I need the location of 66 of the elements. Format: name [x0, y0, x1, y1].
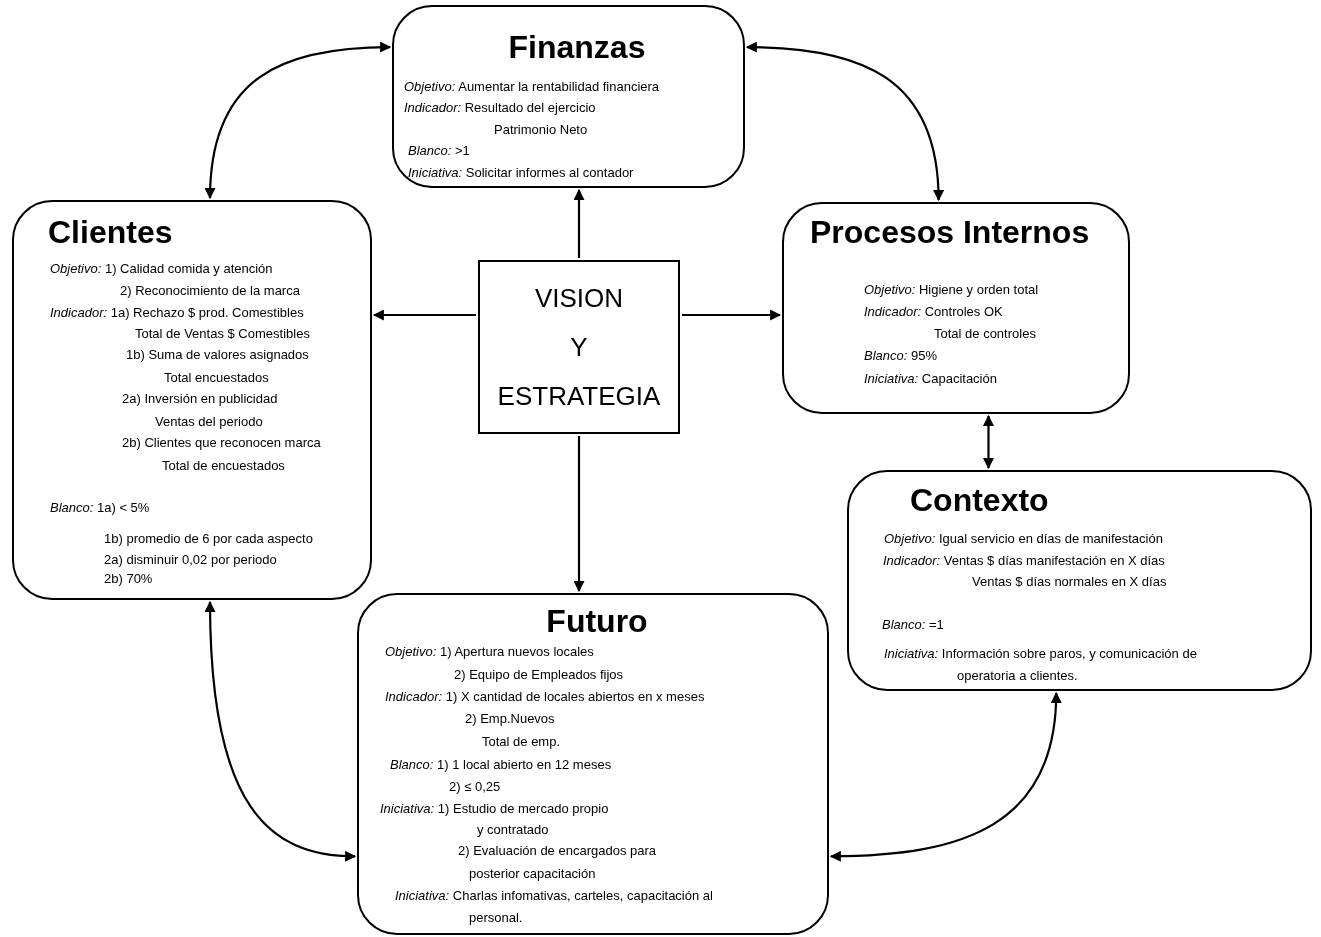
arrow — [372, 309, 476, 321]
card-text: 2) Reconocimiento de la marca — [120, 282, 300, 300]
arrow — [204, 600, 357, 862]
card-title: Clientes — [48, 216, 173, 248]
card-text: posterior capacitación — [469, 865, 596, 883]
card-text: 2b) 70% — [104, 570, 153, 588]
card-text: Blanco: 1a) < 5% — [50, 499, 150, 517]
card-text: Total encuestados — [164, 369, 269, 387]
card-text: Patrimonio Neto — [494, 121, 588, 139]
card-title: Finanzas — [508, 31, 646, 63]
perspective-card — [847, 470, 1312, 691]
card-text: 2) ≤ 0,25 — [449, 778, 501, 796]
card-title: Contexto — [910, 484, 1049, 516]
card-title: Procesos Internos — [810, 216, 1090, 248]
card-text: 1b) promedio de 6 por cada aspecto — [104, 530, 313, 548]
card-text: Blanco: 95% — [864, 347, 937, 365]
perspective-card — [782, 202, 1130, 414]
vision-text: Y — [570, 334, 588, 360]
vision-text: VISION — [534, 285, 624, 312]
card-text: Iniciativa: Información sobre paros, y comunicación de — [884, 645, 1197, 663]
card-text: Indicador: Controles OK — [864, 303, 1003, 321]
card-text: Total de Ventas $ Comestibles — [135, 325, 310, 343]
arrow — [573, 188, 585, 258]
card-text: personal. — [469, 909, 523, 927]
card-title: Futuro — [546, 605, 648, 637]
card-text: Iniciativa: Capacitación — [864, 370, 997, 388]
card-text: Objetivo: Aumentar la rentabilidad financiera — [404, 78, 660, 96]
perspective-card — [12, 200, 372, 600]
arrow — [745, 41, 944, 202]
card-text: Iniciativa: Charlas infomativas, carteles, capacitación al — [395, 887, 713, 905]
card-text: 2) Evaluación de encargados para — [458, 842, 657, 860]
arrow — [205, 41, 392, 200]
vision-box — [478, 260, 680, 434]
card-text: 2a) disminuir 0,02 por periodo — [104, 551, 277, 569]
card-text: Blanco: =1 — [882, 616, 944, 634]
arrow — [573, 436, 585, 593]
card-text: Total de controles — [934, 325, 1036, 343]
card-text: Total de encuestados — [162, 457, 285, 475]
card-text: Objetivo: Igual servicio en días de manifestación — [884, 530, 1163, 548]
arrow — [983, 414, 994, 470]
card-text: 2a) Inversión en publicidad — [122, 390, 278, 408]
arrow — [682, 309, 782, 321]
card-text: 2) Emp.Nuevos — [465, 710, 555, 728]
card-text: 2) Equipo de Empleados fijos — [454, 666, 624, 684]
card-text: Indicador: 1a) Rechazo $ prod. Comestibles — [50, 304, 304, 322]
card-text: 1b) Suma de valores asignados — [126, 346, 309, 364]
arrow — [829, 691, 1062, 862]
vision-text: ESTRATEGIA — [497, 382, 661, 409]
card-text: Indicador: 1) X cantidad de locales abiertos en x meses — [385, 688, 705, 706]
card-text: Total de emp. — [482, 733, 561, 751]
card-text: operatoria a clientes. — [957, 667, 1078, 685]
perspective-card — [357, 593, 829, 935]
card-text: y contratado — [477, 821, 549, 839]
card-text: Objetivo: 1) Calidad comida y atención — [50, 260, 273, 278]
card-text: Iniciativa: 1) Estudio de mercado propio — [380, 800, 609, 818]
card-text: Blanco: 1) 1 local abierto en 12 meses — [390, 756, 612, 774]
card-text: Iniciativa: Solicitar informes al contador — [408, 164, 634, 182]
card-text: Blanco: >1 — [408, 142, 470, 160]
card-text: Ventas del periodo — [155, 413, 263, 431]
card-text: 2b) Clientes que reconocen marca — [122, 434, 321, 452]
card-text: Indicador: Ventas $ días manifestación en X días — [883, 552, 1165, 570]
card-text: Objetivo: 1) Apertura nuevos locales — [385, 643, 594, 661]
card-text: Ventas $ días normales en X días — [972, 573, 1167, 591]
perspective-card — [392, 5, 745, 188]
card-text: Objetivo: Higiene y orden total — [864, 281, 1039, 299]
card-text: Indicador: Resultado del ejercicio — [404, 99, 596, 117]
